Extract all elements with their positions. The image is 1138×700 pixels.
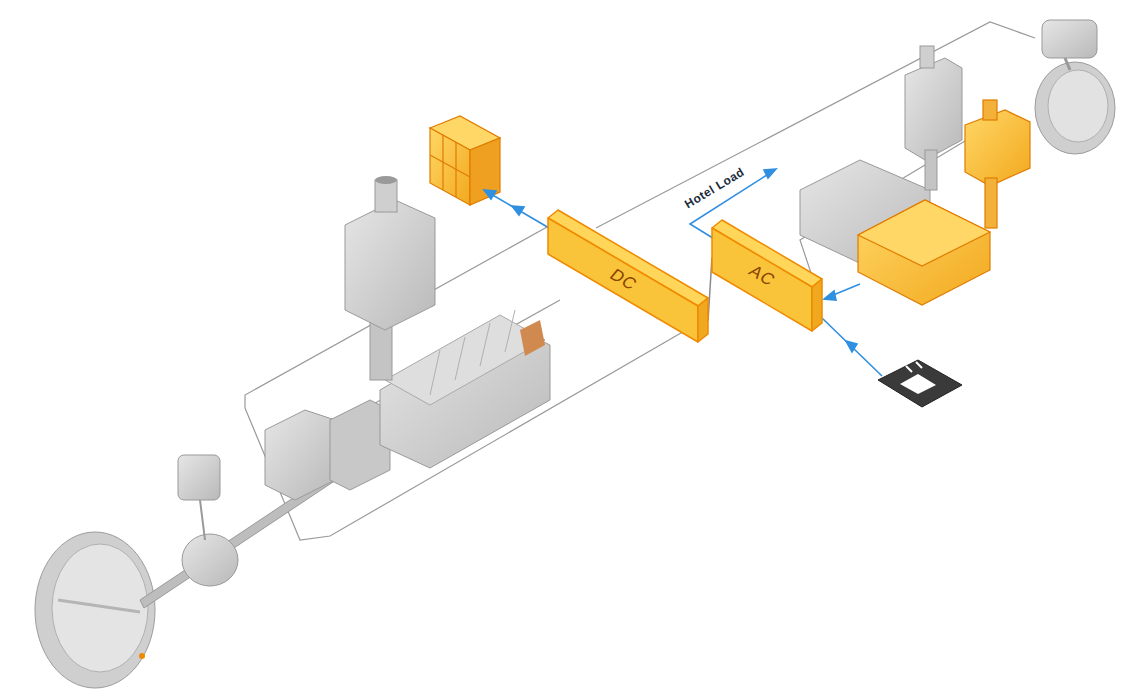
battery-rack <box>430 116 500 205</box>
switchboard: AC <box>712 214 824 338</box>
tunnel-thruster <box>1035 20 1115 154</box>
generator-set-active <box>858 100 1030 305</box>
main-propeller <box>35 532 155 688</box>
switchboard: DC <box>548 206 708 346</box>
wiring-lines <box>245 22 1035 540</box>
gearbox <box>265 400 390 500</box>
exhaust-stack <box>345 176 435 380</box>
shaft-bearing <box>178 455 238 586</box>
flow-label: Hotel Load <box>682 165 747 212</box>
shore-power-icon <box>878 360 962 407</box>
main-engine <box>380 310 550 468</box>
